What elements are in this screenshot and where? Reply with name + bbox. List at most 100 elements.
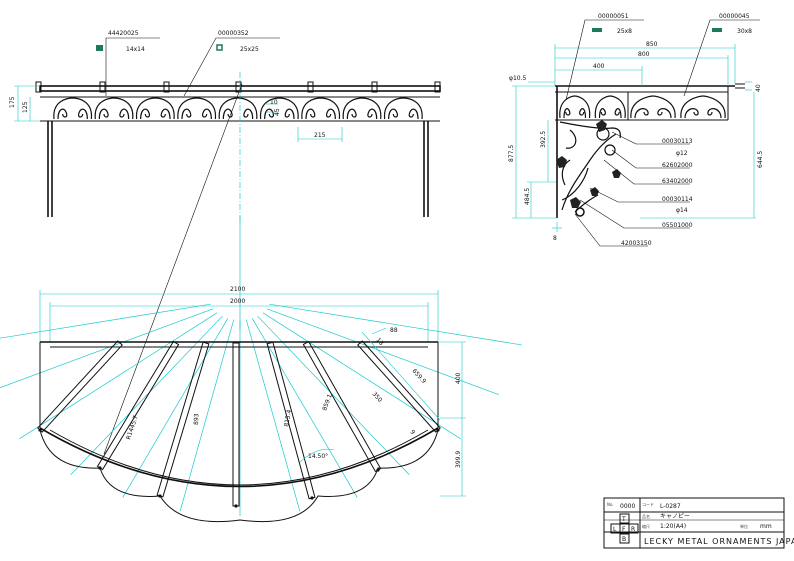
dim-399-9: 399.9: [455, 451, 462, 468]
title-scale-label: 縮尺: [642, 523, 650, 529]
side-elevation: 850 800 400 φ10.5 40 877.5 484.5 392.5 6…: [508, 13, 764, 247]
rafter: [266, 341, 316, 500]
flat-bar-icon-25x8: [592, 28, 602, 32]
dim-2100: 2100: [230, 286, 245, 293]
dim-400: 400: [593, 63, 605, 70]
side-scroll-ornaments: [559, 95, 726, 119]
dim-9: 9: [409, 429, 417, 437]
part-code-00000352: 00000352: [218, 30, 249, 37]
dim-2000: 2000: [230, 298, 245, 305]
title-unit-label: 単位: [740, 523, 748, 529]
rafter-bolt: [234, 504, 238, 508]
callout-42003150: 42003150: [621, 240, 652, 247]
dim-125: 125: [22, 101, 29, 113]
dim-40: 40: [755, 84, 762, 92]
title-block: No. 0000 コード L-0287 品名 キャノピー 縮尺 1:20(A4)…: [603, 497, 794, 549]
construction-ray: [245, 319, 301, 512]
scroll-ornament: [680, 95, 726, 119]
title-name-label: 品名: [642, 513, 650, 519]
dim-350: 350: [371, 391, 384, 404]
title-code-value: L-0287: [660, 503, 681, 510]
callout-leader-00000352: [183, 37, 280, 97]
callout-63402000: 63402000: [662, 178, 693, 185]
dim-215: 215: [314, 132, 326, 139]
title-no-value: 0000: [620, 503, 635, 510]
radial-construction-lines: [0, 303, 522, 516]
title-unit-value: mm: [760, 523, 772, 530]
callout-00030114: 00030114: [662, 196, 693, 203]
scroll-ornament: [342, 97, 382, 120]
dim-659-9: 659.9: [411, 368, 428, 386]
dim-8: 8: [553, 235, 557, 242]
callout-05501000: 05501000: [662, 222, 693, 229]
scroll-ornament: [94, 97, 134, 120]
rafter: [37, 340, 123, 433]
construction-ray: [251, 318, 358, 498]
rafter: [232, 342, 240, 507]
title-name-value: キャノピー: [660, 513, 690, 520]
projection-line: [103, 83, 243, 455]
scroll-ornament: [559, 95, 591, 119]
dim-850: 850: [646, 41, 658, 48]
dim-10: 10: [270, 99, 278, 106]
vine-bracket-ornament: [556, 120, 621, 217]
dim-859-1: 859.1: [321, 393, 334, 412]
company-name: LECKY METAL ORNAMENTS JAPAN: [644, 537, 794, 546]
dim-392-5: 392.5: [540, 131, 547, 148]
dim-175: 175: [9, 96, 16, 108]
flag-bottom: B: [622, 536, 626, 543]
callout-leader-00000051: [565, 19, 644, 101]
dim-400: 400: [455, 372, 462, 384]
title-scale-value: 1:20(A4): [660, 523, 686, 530]
plan-rafters: [37, 340, 441, 508]
dim-815-4: 815.4: [283, 409, 293, 427]
flag-right: R: [631, 526, 635, 533]
title-code-label: コード: [642, 502, 654, 507]
scroll-ornament: [301, 97, 340, 120]
scroll-ornament: [384, 97, 423, 120]
part-code-00000051: 00000051: [598, 13, 629, 20]
rafter-bolt: [158, 494, 162, 498]
dim-877-5: 877.5: [508, 145, 515, 162]
part-size-25x25: 25x25: [240, 46, 259, 53]
construction-ray: [266, 308, 499, 396]
scroll-ornament: [218, 97, 258, 120]
scroll-ornament: [594, 95, 626, 119]
construction-ray: [122, 318, 229, 498]
part-code-44420025: 44420025: [108, 30, 139, 37]
callout-d14: φ14: [676, 207, 688, 214]
flat-bar-icon-30x8: [712, 28, 722, 32]
dim-893: 893: [193, 413, 200, 425]
rafter-bolt: [310, 496, 314, 500]
dim-644-5: 644.5: [757, 151, 764, 168]
rafter-bolt: [376, 468, 380, 472]
title-block-frame: [603, 497, 785, 549]
flag-front: F: [622, 526, 626, 533]
part-code-00000045: 00000045: [719, 13, 750, 20]
part-size-30x8: 30x8: [737, 28, 752, 35]
flag-left: L: [613, 526, 617, 533]
dim-13: 13: [375, 337, 385, 347]
rafter: [96, 340, 180, 471]
callout-leader-44420025: [105, 37, 160, 96]
callout-62602000: 62602000: [662, 162, 693, 169]
flag-top: T: [621, 516, 626, 523]
dim-800: 800: [638, 51, 650, 58]
construction-ray: [19, 312, 218, 440]
part-size-14x14: 14x14: [126, 46, 145, 53]
front-elevation: 175 125 215 10 45 44420025 14x14 0000035…: [9, 30, 441, 225]
rafter-bolt: [436, 428, 440, 432]
dim-88: 88: [390, 327, 398, 334]
callout-00030113: 00030113: [662, 138, 693, 145]
dim-d10-5: φ10.5: [509, 75, 527, 82]
callout-leader-00000045: [683, 19, 760, 97]
rafter: [156, 341, 210, 498]
dim-angle-14-50: 14.50°: [308, 453, 328, 460]
plan-view: 2100 2000 400 399.9 R1445.7 893 815.4 85…: [0, 83, 522, 523]
dim-r1445-7: R1445.7: [125, 414, 139, 440]
square-bar-icon: [96, 45, 103, 51]
callout-d12: φ12: [676, 150, 688, 157]
dim-45: 45: [274, 108, 281, 116]
construction-ray: [269, 303, 522, 346]
